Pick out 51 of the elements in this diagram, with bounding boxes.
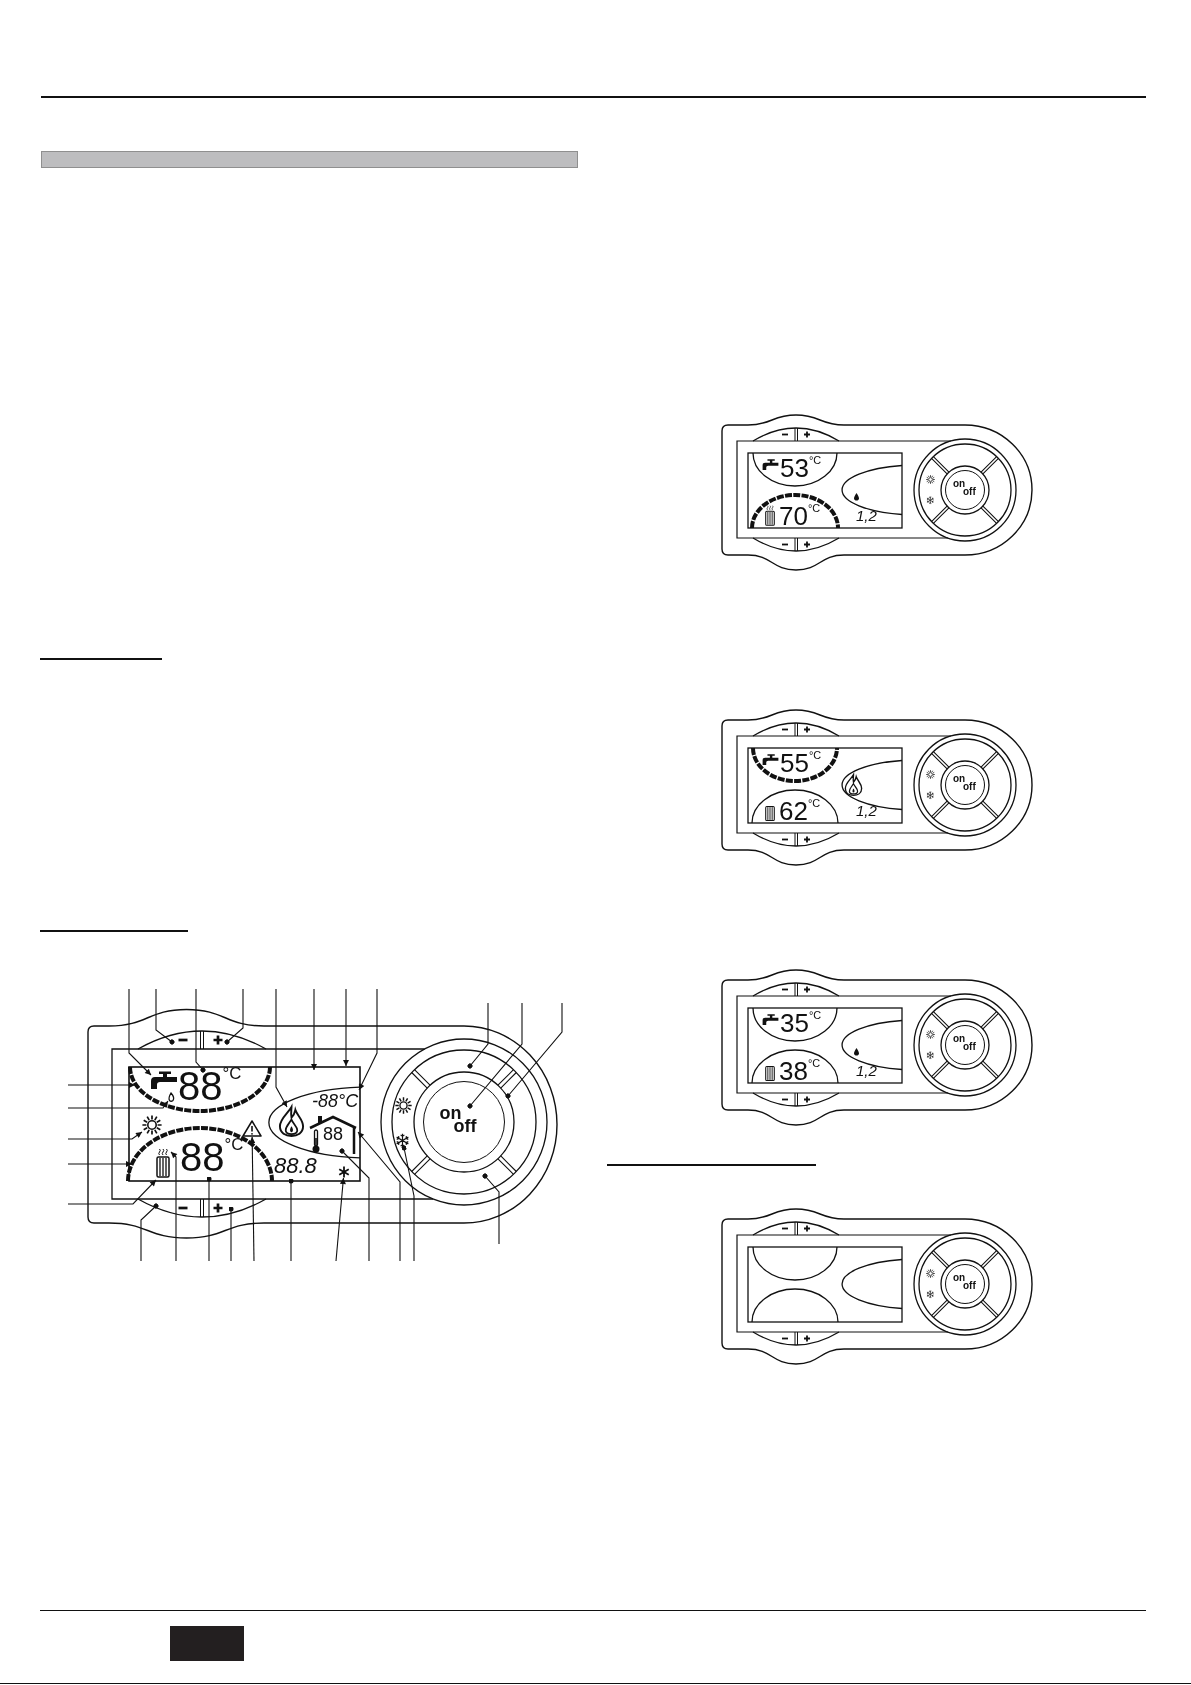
temperature-reading: 88$^{°C}$ (180, 1137, 244, 1177)
section-heading-bar (41, 151, 578, 168)
leader-line (128, 988, 152, 1076)
temperature-reading: 70$^{°C}$ (779, 503, 821, 529)
leader-line (335, 1177, 346, 1262)
display-digits: 1,2 (856, 1063, 877, 1078)
temperature-reading: 53$^{°C}$ (780, 455, 822, 481)
leader-line (401, 1145, 415, 1262)
display-digits: 88 (323, 1125, 344, 1143)
control-panel-drawing (721, 1208, 1033, 1365)
temperature-reading: 38$^{°C}$ (779, 1058, 821, 1084)
leader-line (357, 1131, 401, 1262)
temperature-reading: 62$^{°C}$ (779, 798, 821, 824)
display-digits: 1,2 (856, 803, 877, 818)
warning-icon (242, 1120, 262, 1137)
leader-line (67, 1100, 169, 1109)
temperature-reading: -88°C (312, 1092, 359, 1110)
temperature-reading: 35$^{°C}$ (780, 1010, 822, 1036)
leader-line (339, 1148, 370, 1262)
leader-line (249, 1136, 256, 1262)
leader-line (482, 1173, 500, 1245)
leader-line (505, 1002, 563, 1099)
control-panel-drawing (87, 1008, 559, 1240)
page-tab (170, 1626, 244, 1661)
temperature-reading: 55$^{°C}$ (780, 750, 822, 776)
leader-line (155, 988, 175, 1045)
leader-line (343, 988, 349, 1067)
leader-line (195, 988, 206, 1073)
leader-line (206, 1176, 212, 1262)
leader-line (228, 1206, 234, 1262)
leader-line (224, 988, 244, 1045)
sun-icon (142, 1115, 162, 1135)
leader-line (67, 1131, 143, 1140)
leader-line (275, 988, 288, 1108)
display-digits: 88.8 (274, 1155, 317, 1177)
leader-line (311, 988, 317, 1071)
display-digits: 1,2 (856, 508, 877, 523)
leader-line (140, 1203, 159, 1262)
leader-line (467, 1002, 489, 1069)
temperature-reading: 88$^{°C}$ (178, 1066, 242, 1106)
asterisk-icon (338, 1166, 350, 1178)
control-panel-drawing (721, 709, 1033, 866)
control-panel-drawing (721, 414, 1033, 571)
snowflake-icon (395, 1133, 410, 1148)
leader-line (288, 1178, 294, 1262)
control-panel-drawing (721, 969, 1033, 1126)
leader-line (67, 1179, 157, 1205)
leader-line (467, 1002, 523, 1109)
leader-line (67, 1082, 136, 1088)
leader-line (170, 1151, 178, 1262)
leader-line (358, 988, 378, 1091)
